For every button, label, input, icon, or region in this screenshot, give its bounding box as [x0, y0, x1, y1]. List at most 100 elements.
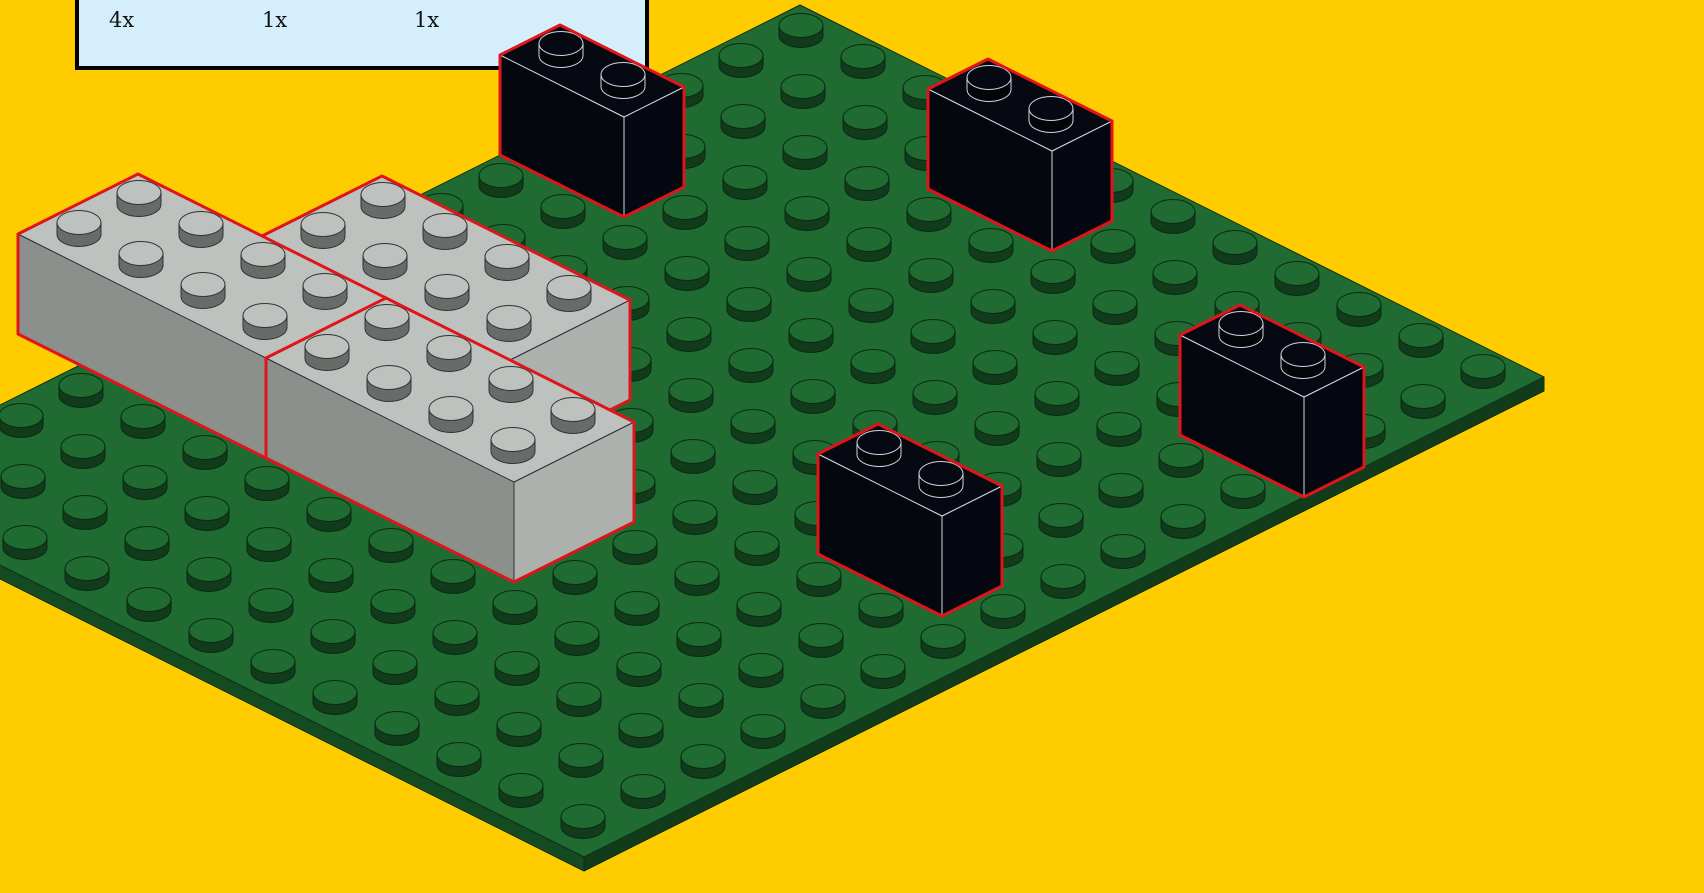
baseplate-stud: [249, 589, 293, 623]
baseplate-stud: [675, 562, 719, 596]
baseplate-stud: [921, 625, 965, 659]
baseplate-stud: [739, 654, 783, 688]
baseplate-stud: [313, 681, 357, 715]
baseplate-stud: [843, 106, 887, 140]
baseplate-stud: [183, 436, 227, 470]
baseplate-stud: [3, 526, 47, 560]
baseplate-stud: [669, 379, 713, 413]
baseplate-stud: [603, 226, 647, 260]
baseplate-stud: [861, 655, 905, 689]
brick-stud: [1219, 312, 1263, 348]
brick-stud: [429, 397, 473, 433]
baseplate-stud: [975, 412, 1019, 446]
baseplate-stud: [479, 164, 523, 198]
brick-stud: [363, 244, 407, 280]
brick-stud: [427, 336, 471, 372]
baseplate-stud: [677, 623, 721, 657]
brick-stud: [489, 367, 533, 403]
baseplate-stud: [1153, 261, 1197, 295]
baseplate-stud: [1213, 231, 1257, 265]
baseplate-stud: [719, 44, 763, 78]
baseplate-stud: [499, 774, 543, 808]
baseplate-stud: [0, 404, 43, 438]
baseplate-stud: [1037, 443, 1081, 477]
baseplate-stud: [541, 195, 585, 229]
baseplate-stud: [981, 595, 1025, 629]
brick-stud: [243, 304, 287, 340]
baseplate-stud: [679, 684, 723, 718]
baseplate-stud: [613, 531, 657, 565]
baseplate-stud: [121, 405, 165, 439]
brick-stud: [425, 275, 469, 311]
baseplate-stud: [789, 319, 833, 353]
brick-stud: [1281, 343, 1325, 379]
baseplate-stud: [779, 14, 823, 48]
brick-stud: [303, 274, 347, 310]
baseplate-stud: [247, 528, 291, 562]
brick-stud: [241, 243, 285, 279]
brick-stud: [119, 242, 163, 278]
baseplate-stud: [493, 591, 537, 625]
baseplate-stud: [681, 745, 725, 779]
baseplate-stud: [725, 227, 769, 261]
baseplate-stud: [841, 45, 885, 79]
brick-stud: [181, 273, 225, 309]
brick-stud: [365, 305, 409, 341]
baseplate-stud: [1151, 200, 1195, 234]
baseplate-stud: [791, 380, 835, 414]
baseplate-stud: [741, 715, 785, 749]
baseplate-stud: [1101, 535, 1145, 569]
brick-stud: [361, 183, 405, 219]
baseplate-stud: [909, 259, 953, 293]
baseplate-stud: [433, 621, 477, 655]
baseplate-stud: [1039, 504, 1083, 538]
baseplate-stud: [1275, 262, 1319, 296]
baseplate-stud: [663, 196, 707, 230]
baseplate-stud: [847, 228, 891, 262]
baseplate-stud: [369, 529, 413, 563]
brick-stud: [919, 462, 963, 498]
baseplate-stud: [665, 257, 709, 291]
brick-stud: [57, 211, 101, 247]
baseplate-stud: [733, 471, 777, 505]
brick-stud: [539, 32, 583, 68]
baseplate-stud: [1095, 352, 1139, 386]
brick-stud: [367, 366, 411, 402]
baseplate-stud: [1093, 291, 1137, 325]
baseplate-stud: [251, 650, 295, 684]
baseplate-stud: [127, 588, 171, 622]
baseplate-stud: [1461, 355, 1505, 389]
baseplate-stud: [375, 712, 419, 746]
baseplate-stud: [797, 563, 841, 597]
baseplate-stud: [561, 805, 605, 839]
baseplate-stud: [245, 467, 289, 501]
baseplate-stud: [735, 532, 779, 566]
baseplate-stud: [723, 166, 767, 200]
baseplate-stud: [61, 435, 105, 469]
baseplate-stud: [431, 560, 475, 594]
baseplate-stud: [911, 320, 955, 354]
baseplate-stud: [1159, 444, 1203, 478]
baseplate-stud: [849, 289, 893, 323]
baseplate-stud: [435, 682, 479, 716]
baseplate-stud: [187, 558, 231, 592]
baseplate-stud: [731, 410, 775, 444]
baseplate-stud: [185, 497, 229, 531]
baseplate-stud: [1161, 505, 1205, 539]
baseplate-stud: [373, 651, 417, 685]
baseplate-stud: [555, 622, 599, 656]
baseplate-stud: [781, 75, 825, 109]
baseplate-stud: [1401, 385, 1445, 419]
baseplate-stud: [1097, 413, 1141, 447]
baseplate-stud: [371, 590, 415, 624]
baseplate-stud: [727, 288, 771, 322]
baseplate-stud: [913, 381, 957, 415]
brick-stud: [601, 63, 645, 99]
baseplate-stud: [495, 652, 539, 686]
baseplate-stud: [671, 440, 715, 474]
baseplate-stud: [1099, 474, 1143, 508]
baseplate-stud: [667, 318, 711, 352]
baseplate-stud: [615, 592, 659, 626]
baseplate-stud: [787, 258, 831, 292]
brick-stud: [1029, 97, 1073, 133]
